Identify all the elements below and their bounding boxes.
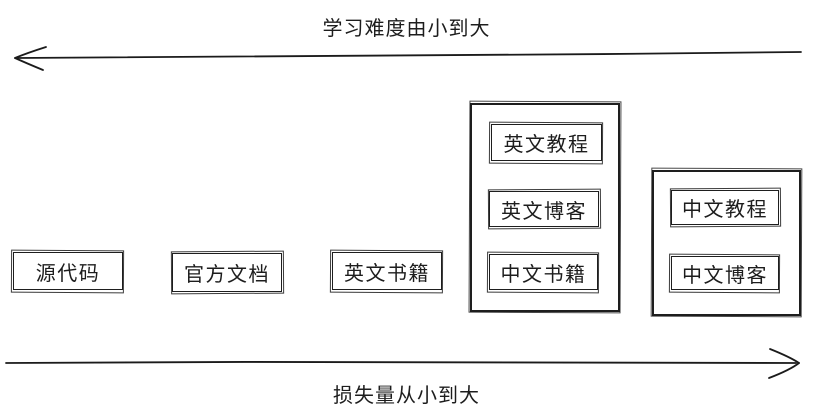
box-english-blogs: 英文博客: [489, 191, 599, 227]
box-source-code: 源代码: [13, 252, 123, 290]
box-chinese-blogs: 中文博客: [671, 256, 779, 290]
box-chinese-tutorials-label: 中文教程: [682, 199, 768, 221]
group-box-1: 英文教程 英文博客 中文书籍: [470, 103, 620, 312]
group-box-2: 中文教程 中文博客: [652, 170, 801, 316]
box-chinese-books: 中文书籍: [489, 254, 598, 290]
right-arrow-icon: [5, 348, 800, 379]
learning-difficulty-label: 学习难度由小到大: [322, 18, 491, 40]
box-english-blogs-label: 英文博客: [501, 200, 587, 223]
box-official-docs: 官方文档: [172, 253, 282, 292]
box-english-tutorials-label: 英文教程: [503, 134, 590, 156]
loss-amount-label: 损失量从小到大: [333, 385, 480, 407]
box-english-books: 英文书籍: [332, 252, 442, 290]
box-source-code-label: 源代码: [35, 262, 101, 285]
box-english-books-label: 英文书籍: [344, 262, 430, 285]
box-chinese-blogs-label: 中文博客: [682, 264, 768, 287]
box-english-tutorials: 英文教程: [491, 124, 602, 161]
left-arrow-icon: [14, 46, 802, 71]
box-chinese-books-label: 中文书籍: [500, 263, 587, 286]
box-official-docs-label: 官方文档: [184, 264, 270, 286]
box-chinese-tutorials: 中文教程: [671, 190, 779, 225]
